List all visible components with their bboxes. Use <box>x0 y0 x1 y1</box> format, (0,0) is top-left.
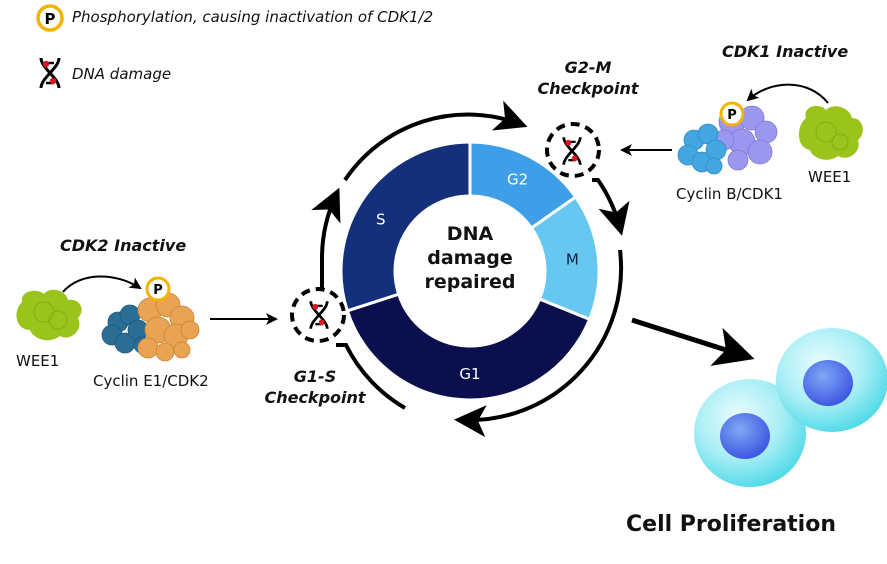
phase-segment-g1 <box>345 292 592 402</box>
cell-cycle-donut: G2M G1 S <box>339 140 601 402</box>
donut-center <box>396 197 544 345</box>
cycle-center-text: DNA damage repaired <box>395 222 545 294</box>
g2m-line-2: Checkpoint <box>537 79 639 98</box>
dna-damage-icon <box>562 136 582 166</box>
cdk1-complex <box>677 105 778 175</box>
cyclin-e1-cdk2-label: Cyclin E1/CDK2 <box>93 372 209 390</box>
g2m-checkpoint-marker <box>545 122 601 178</box>
g2m-line-1: G2-M <box>564 58 612 77</box>
cyclin-b-cdk1-label: Cyclin B/CDK1 <box>676 185 783 203</box>
nucleus <box>803 360 853 406</box>
wee1-label-left: WEE1 <box>16 352 60 370</box>
phase-label-g2: G2 <box>507 171 528 189</box>
arrow-g1-to-g1s <box>336 343 407 410</box>
cdk2-complex <box>101 292 200 362</box>
legend-dna-damage-label: DNA damage <box>72 65 172 83</box>
arrow-g2m-to-m <box>592 178 630 236</box>
center-line-1: DNA <box>446 223 494 245</box>
svg-text:P: P <box>727 108 737 123</box>
center-line-2: damage <box>427 247 513 269</box>
arrow-wee1-to-cdk2 <box>62 275 142 293</box>
svg-text:P: P <box>153 283 163 298</box>
center-line-3: repaired <box>424 271 516 293</box>
phosphate-icon: P <box>36 4 64 32</box>
wee1-protein-left <box>16 289 82 341</box>
cdk2-protein <box>101 304 151 354</box>
phosphate-badge-left: P <box>145 276 171 302</box>
cyclin-e1-protein <box>137 292 200 362</box>
phase-label-s: S <box>376 211 386 229</box>
g2m-checkpoint-label: G2-M Checkpoint <box>528 57 648 99</box>
arrow-g1s-to-s <box>311 187 341 290</box>
cdk2-inactive-title: CDK2 Inactive <box>60 236 187 255</box>
phosphate-badge-right: P <box>719 101 745 127</box>
cdk1-inactive-title: CDK1 Inactive <box>722 42 849 61</box>
g1s-checkpoint-label: G1-S Checkpoint <box>255 366 375 408</box>
arrow-to-proliferation <box>631 317 755 366</box>
dna-damage-icon <box>309 299 329 331</box>
cell-proliferation-label: Cell Proliferation <box>626 512 836 537</box>
dna-damage-icon <box>39 56 61 90</box>
arrow-m-to-g1 <box>454 249 624 438</box>
nucleus <box>720 413 770 459</box>
daughter-cell-right <box>776 328 887 432</box>
phosphate-symbol: P <box>45 10 56 28</box>
phase-segment-s <box>339 140 472 313</box>
wee1-label-right: WEE1 <box>808 168 852 186</box>
g1s-line-2: Checkpoint <box>264 388 366 407</box>
g1s-checkpoint-marker <box>290 287 346 343</box>
wee1-protein-right <box>798 105 863 160</box>
phase-label-g1: G1 <box>459 365 480 383</box>
g1s-line-1: G1-S <box>293 367 337 386</box>
arrow-wee1-to-cdk1 <box>746 83 829 104</box>
arrow-s-to-g2m <box>343 100 528 182</box>
legend-phosphorylation-label: Phosphorylation, causing inactivation of… <box>72 8 434 26</box>
cdk1-protein <box>677 123 727 175</box>
phase-label-m: M <box>566 250 579 268</box>
daughter-cell-left <box>694 379 806 487</box>
